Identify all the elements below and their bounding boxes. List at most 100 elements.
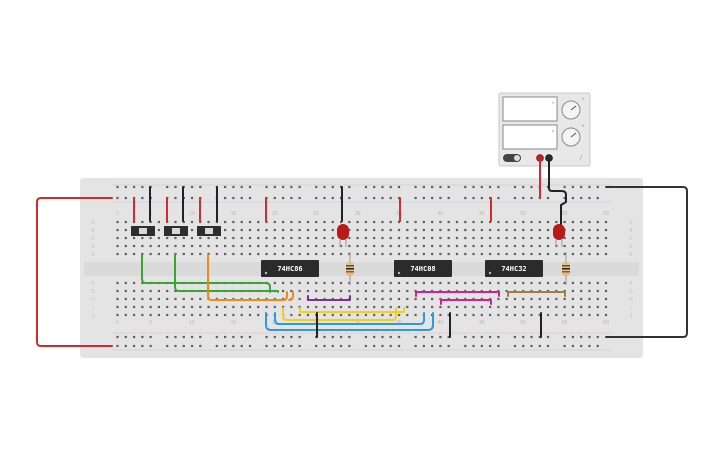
breadboard-hole[interactable] <box>116 185 119 189</box>
breadboard-hole[interactable] <box>364 196 367 200</box>
breadboard-hole[interactable] <box>414 185 417 189</box>
breadboard-hole[interactable] <box>497 313 500 317</box>
breadboard-hole[interactable] <box>464 313 467 317</box>
breadboard-hole[interactable] <box>505 244 508 248</box>
breadboard-hole[interactable] <box>190 335 194 339</box>
wire-orange-1[interactable] <box>207 254 288 301</box>
breadboard-hole[interactable] <box>489 305 492 309</box>
breadboard-hole[interactable] <box>389 252 392 256</box>
breadboard-hole[interactable] <box>331 305 334 309</box>
breadboard-hole[interactable] <box>381 305 384 309</box>
breadboard-hole[interactable] <box>331 185 334 189</box>
breadboard-hole[interactable] <box>571 313 574 317</box>
breadboard-hole[interactable] <box>306 228 310 232</box>
breadboard-hole[interactable] <box>232 220 235 224</box>
breadboard-hole[interactable] <box>240 196 243 200</box>
breadboard-hole[interactable] <box>604 281 608 285</box>
breadboard-hole[interactable] <box>182 313 185 317</box>
breadboard-hole[interactable] <box>455 313 459 317</box>
breadboard-hole[interactable] <box>224 305 227 309</box>
breadboard-hole[interactable] <box>124 344 127 348</box>
breadboard-hole[interactable] <box>513 313 517 317</box>
breadboard-hole[interactable] <box>282 305 285 309</box>
breadboard-hole[interactable] <box>124 196 127 200</box>
breadboard-hole[interactable] <box>555 297 558 301</box>
breadboard-hole[interactable] <box>563 305 566 309</box>
breadboard-hole[interactable] <box>489 313 492 317</box>
breadboard-hole[interactable] <box>480 185 483 189</box>
breadboard-hole[interactable] <box>530 313 533 317</box>
breadboard-hole[interactable] <box>315 185 318 189</box>
breadboard-hole[interactable] <box>290 335 293 339</box>
breadboard-hole[interactable] <box>199 185 202 189</box>
breadboard-hole[interactable] <box>480 228 483 232</box>
breadboard-hole[interactable] <box>513 305 517 309</box>
breadboard-hole[interactable] <box>546 281 550 285</box>
breadboard-hole[interactable] <box>571 335 574 339</box>
breadboard-hole[interactable] <box>538 281 541 285</box>
breadboard-hole[interactable] <box>290 305 293 309</box>
breadboard-hole[interactable] <box>513 185 517 189</box>
breadboard-hole[interactable] <box>132 244 136 248</box>
breadboard-hole[interactable] <box>580 228 583 232</box>
breadboard-hole[interactable] <box>282 228 285 232</box>
breadboard-hole[interactable] <box>588 281 591 285</box>
breadboard-hole[interactable] <box>422 228 425 232</box>
breadboard-hole[interactable] <box>580 236 583 240</box>
breadboard-hole[interactable] <box>149 297 152 301</box>
breadboard-hole[interactable] <box>306 236 310 240</box>
breadboard-hole[interactable] <box>166 297 169 301</box>
breadboard-hole[interactable] <box>546 244 550 248</box>
breadboard-hole[interactable] <box>273 252 276 256</box>
breadboard-hole[interactable] <box>472 252 475 256</box>
breadboard-hole[interactable] <box>166 344 169 348</box>
wire-brown[interactable] <box>507 291 566 297</box>
breadboard-hole[interactable] <box>422 305 425 309</box>
breadboard-hole[interactable] <box>414 244 417 248</box>
breadboard-hole[interactable] <box>199 220 202 224</box>
breadboard-hole[interactable] <box>124 281 127 285</box>
wires[interactable] <box>36 159 688 347</box>
breadboard-hole[interactable] <box>431 335 434 339</box>
breadboard-hole[interactable] <box>199 244 202 248</box>
breadboard-hole[interactable] <box>522 220 525 224</box>
breadboard-hole[interactable] <box>505 297 508 301</box>
breadboard-hole[interactable] <box>166 244 169 248</box>
breadboard-hole[interactable] <box>315 236 318 240</box>
breadboard-hole[interactable] <box>439 185 442 189</box>
breadboard-hole[interactable] <box>530 305 533 309</box>
breadboard-hole[interactable] <box>215 335 218 339</box>
breadboard-hole[interactable] <box>580 305 583 309</box>
breadboard-hole[interactable] <box>315 228 318 232</box>
breadboard-hole[interactable] <box>348 185 351 189</box>
breadboard-hole[interactable] <box>141 236 144 240</box>
breadboard-hole[interactable] <box>116 236 119 240</box>
breadboard-hole[interactable] <box>298 305 301 309</box>
breadboard-hole[interactable] <box>149 305 152 309</box>
breadboard-hole[interactable] <box>580 252 583 256</box>
breadboard-hole[interactable] <box>480 196 483 200</box>
breadboard-hole[interactable] <box>124 252 127 256</box>
wire-green-2[interactable] <box>174 254 279 293</box>
breadboard-hole[interactable] <box>464 244 467 248</box>
breadboard-hole[interactable] <box>538 344 541 348</box>
breadboard-hole[interactable] <box>132 289 136 293</box>
breadboard-hole[interactable] <box>414 252 417 256</box>
breadboard-hole[interactable] <box>207 236 210 240</box>
breadboard-hole[interactable] <box>373 185 376 189</box>
breadboard-hole[interactable] <box>505 220 508 224</box>
wire-orange-2[interactable] <box>288 291 294 301</box>
breadboard-hole[interactable] <box>414 344 417 348</box>
breadboard-hole[interactable] <box>265 244 268 248</box>
breadboard-hole[interactable] <box>414 236 417 240</box>
breadboard-hole[interactable] <box>232 236 235 240</box>
breadboard-hole[interactable] <box>447 344 450 348</box>
breadboard-hole[interactable] <box>124 297 127 301</box>
wire-green-1[interactable] <box>141 254 271 293</box>
breadboard-hole[interactable] <box>530 228 533 232</box>
breadboard-hole[interactable] <box>530 252 533 256</box>
breadboard-hole[interactable] <box>389 313 392 317</box>
breadboard-hole[interactable] <box>497 244 500 248</box>
breadboard-hole[interactable] <box>240 236 243 240</box>
